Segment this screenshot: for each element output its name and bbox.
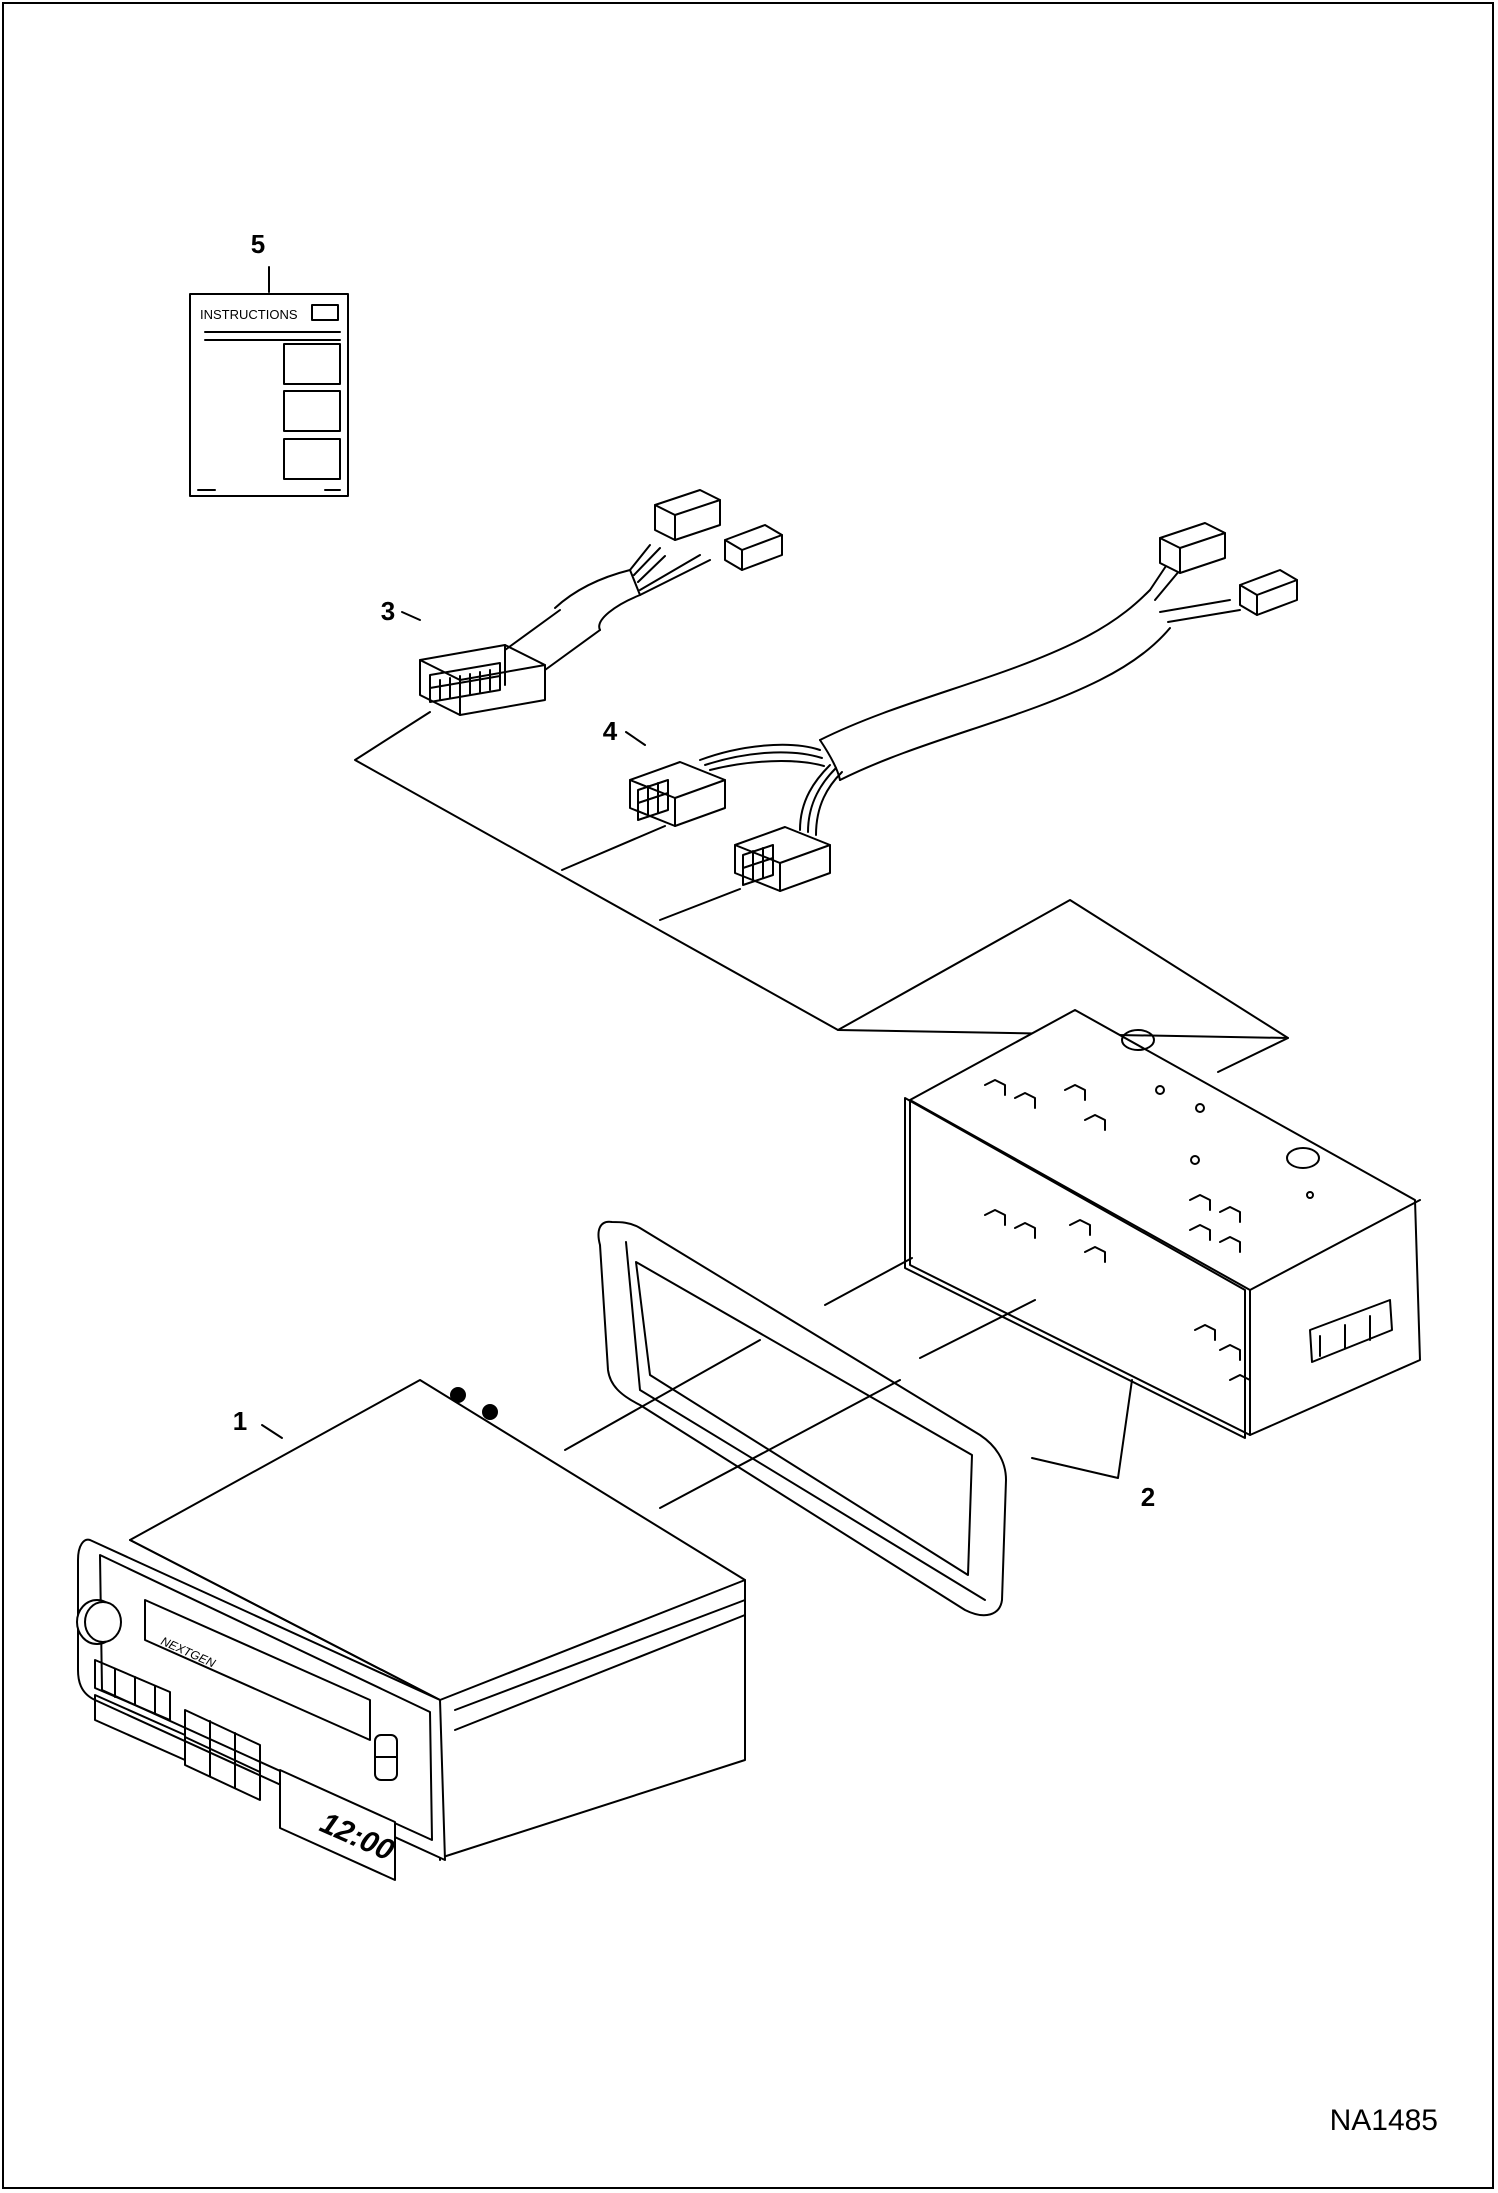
callout-2: 2: [1141, 1482, 1155, 1512]
drawing-code: NA1485: [1330, 2104, 1438, 2137]
callout-5: 5: [251, 229, 265, 259]
radio-unit: 1 NEXTGEN 12:00: [76, 1339, 901, 1881]
callout-4: 4: [603, 716, 618, 746]
wire-harness-long: 4: [603, 522, 1298, 892]
grouping-lines: [354, 711, 1289, 1073]
instructions-heading: INSTRUCTIONS: [200, 307, 298, 322]
wire-harness-short: 3: [381, 489, 783, 716]
trim-frame-and-sleeve: 2: [597, 1009, 1421, 1617]
instructions-sheet: 5 INSTRUCTIONS: [189, 229, 349, 497]
callout-3: 3: [381, 596, 395, 626]
callout-1: 1: [233, 1406, 247, 1436]
